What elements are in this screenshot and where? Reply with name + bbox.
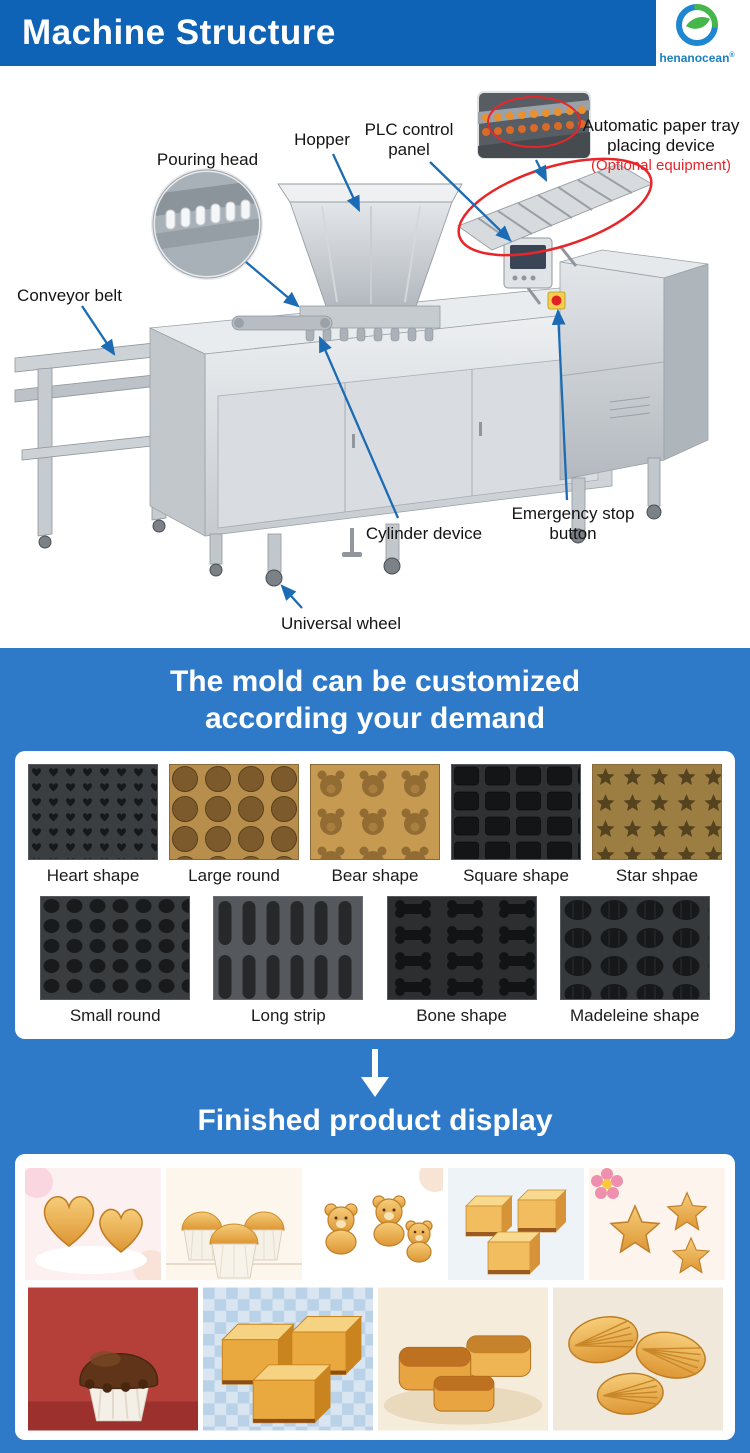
bottom-section: The mold can be customized according you… — [0, 648, 750, 1453]
page-title: Machine Structure — [22, 13, 336, 52]
mold-image-large-round — [169, 764, 299, 861]
mold-row-1: Heart shape Large round Bear shape Squar… — [19, 759, 731, 891]
mold-label: Small round — [69, 1006, 161, 1026]
brand-logo: henanocean® — [654, 2, 740, 64]
mold-image-bone-shape — [386, 896, 537, 1001]
label-paper-tray-text: Automatic paper tray placing device — [582, 116, 740, 156]
mold-label: Bear shape — [331, 866, 419, 886]
mold-label: Bone shape — [416, 1006, 507, 1026]
mold-item-long-strip: Long strip — [213, 896, 364, 1026]
label-pouring-head: Pouring head — [156, 150, 259, 169]
mold-item-square: Square shape — [451, 764, 581, 886]
finished-section-title: Finished product display — [197, 1104, 553, 1138]
product-photo-heart-cakes — [25, 1167, 161, 1280]
mold-row-2: Small round Long strip Bone shape Madele… — [19, 891, 731, 1031]
mold-image-madeleine-shape — [559, 896, 710, 1001]
mold-item-large-round: Large round — [169, 764, 299, 886]
product-card — [15, 1153, 735, 1440]
label-paper-tray: Automatic paper tray placing device (Opt… — [580, 116, 742, 175]
down-arrow-icon — [361, 1049, 389, 1098]
down-arrow — [0, 1049, 750, 1099]
mold-title-line2: according your demand — [204, 701, 546, 735]
mold-image-bear-shape — [310, 764, 440, 861]
mold-item-heart: Heart shape — [28, 764, 158, 886]
header-bar: Machine Structure — [0, 0, 656, 66]
label-universal-wheel: Universal wheel — [281, 614, 401, 633]
mold-image-heart-shape — [28, 764, 158, 861]
mold-card: Heart shape Large round Bear shape Squar… — [15, 751, 735, 1040]
product-photo-star-cakes — [589, 1167, 725, 1280]
mold-item-star: Star shpae — [592, 764, 722, 886]
label-hopper: Hopper — [294, 130, 350, 149]
mold-section-title: The mold can be customized according you… — [20, 664, 730, 737]
product-photo-cupcakes — [166, 1167, 302, 1280]
product-photo-madeleines — [552, 1287, 723, 1431]
product-photo-golden-cube-cakes — [202, 1287, 373, 1431]
mold-item-madeleine: Madeleine shape — [559, 896, 710, 1026]
product-photo-chocolate-muffin — [27, 1287, 198, 1431]
product-photo-bear-cakes — [307, 1167, 443, 1280]
mold-image-square-shape — [451, 764, 581, 861]
label-cylinder-device: Cylinder device — [365, 524, 483, 543]
product-photo-loaf-cakes — [377, 1287, 548, 1431]
mold-image-small-round — [40, 896, 191, 1001]
label-optional-note: (Optional equipment) — [590, 157, 732, 175]
mold-label: Square shape — [463, 866, 569, 886]
mold-label: Madeleine shape — [570, 1006, 700, 1026]
machine-illustration — [14, 91, 709, 609]
product-row-1 — [19, 1167, 731, 1280]
mold-image-long-strip — [213, 896, 364, 1001]
mold-item-bone: Bone shape — [386, 896, 537, 1026]
mold-label: Large round — [188, 866, 280, 886]
header: Machine Structure henanocean® — [0, 0, 750, 66]
label-plc-panel: PLC control panel — [364, 120, 454, 160]
mold-item-bear: Bear shape — [310, 764, 440, 886]
brand-logo-icon — [676, 4, 718, 46]
mold-item-small-round: Small round — [40, 896, 191, 1026]
label-emergency-stop: Emergency stop button — [511, 504, 635, 544]
label-conveyor-belt: Conveyor belt — [17, 286, 122, 305]
product-photo-square-cakes — [448, 1167, 584, 1280]
mold-label: Star shpae — [615, 866, 699, 886]
mold-image-star-shape — [592, 764, 722, 861]
brand-logo-text: henanocean® — [659, 51, 735, 65]
mold-title-line1: The mold can be customized — [169, 665, 581, 698]
machine-diagram: Conveyor belt Pouring head Hopper PLC co… — [0, 66, 750, 648]
mold-label: Heart shape — [46, 866, 140, 886]
product-row-2 — [19, 1286, 731, 1432]
mold-label: Long strip — [251, 1006, 326, 1026]
